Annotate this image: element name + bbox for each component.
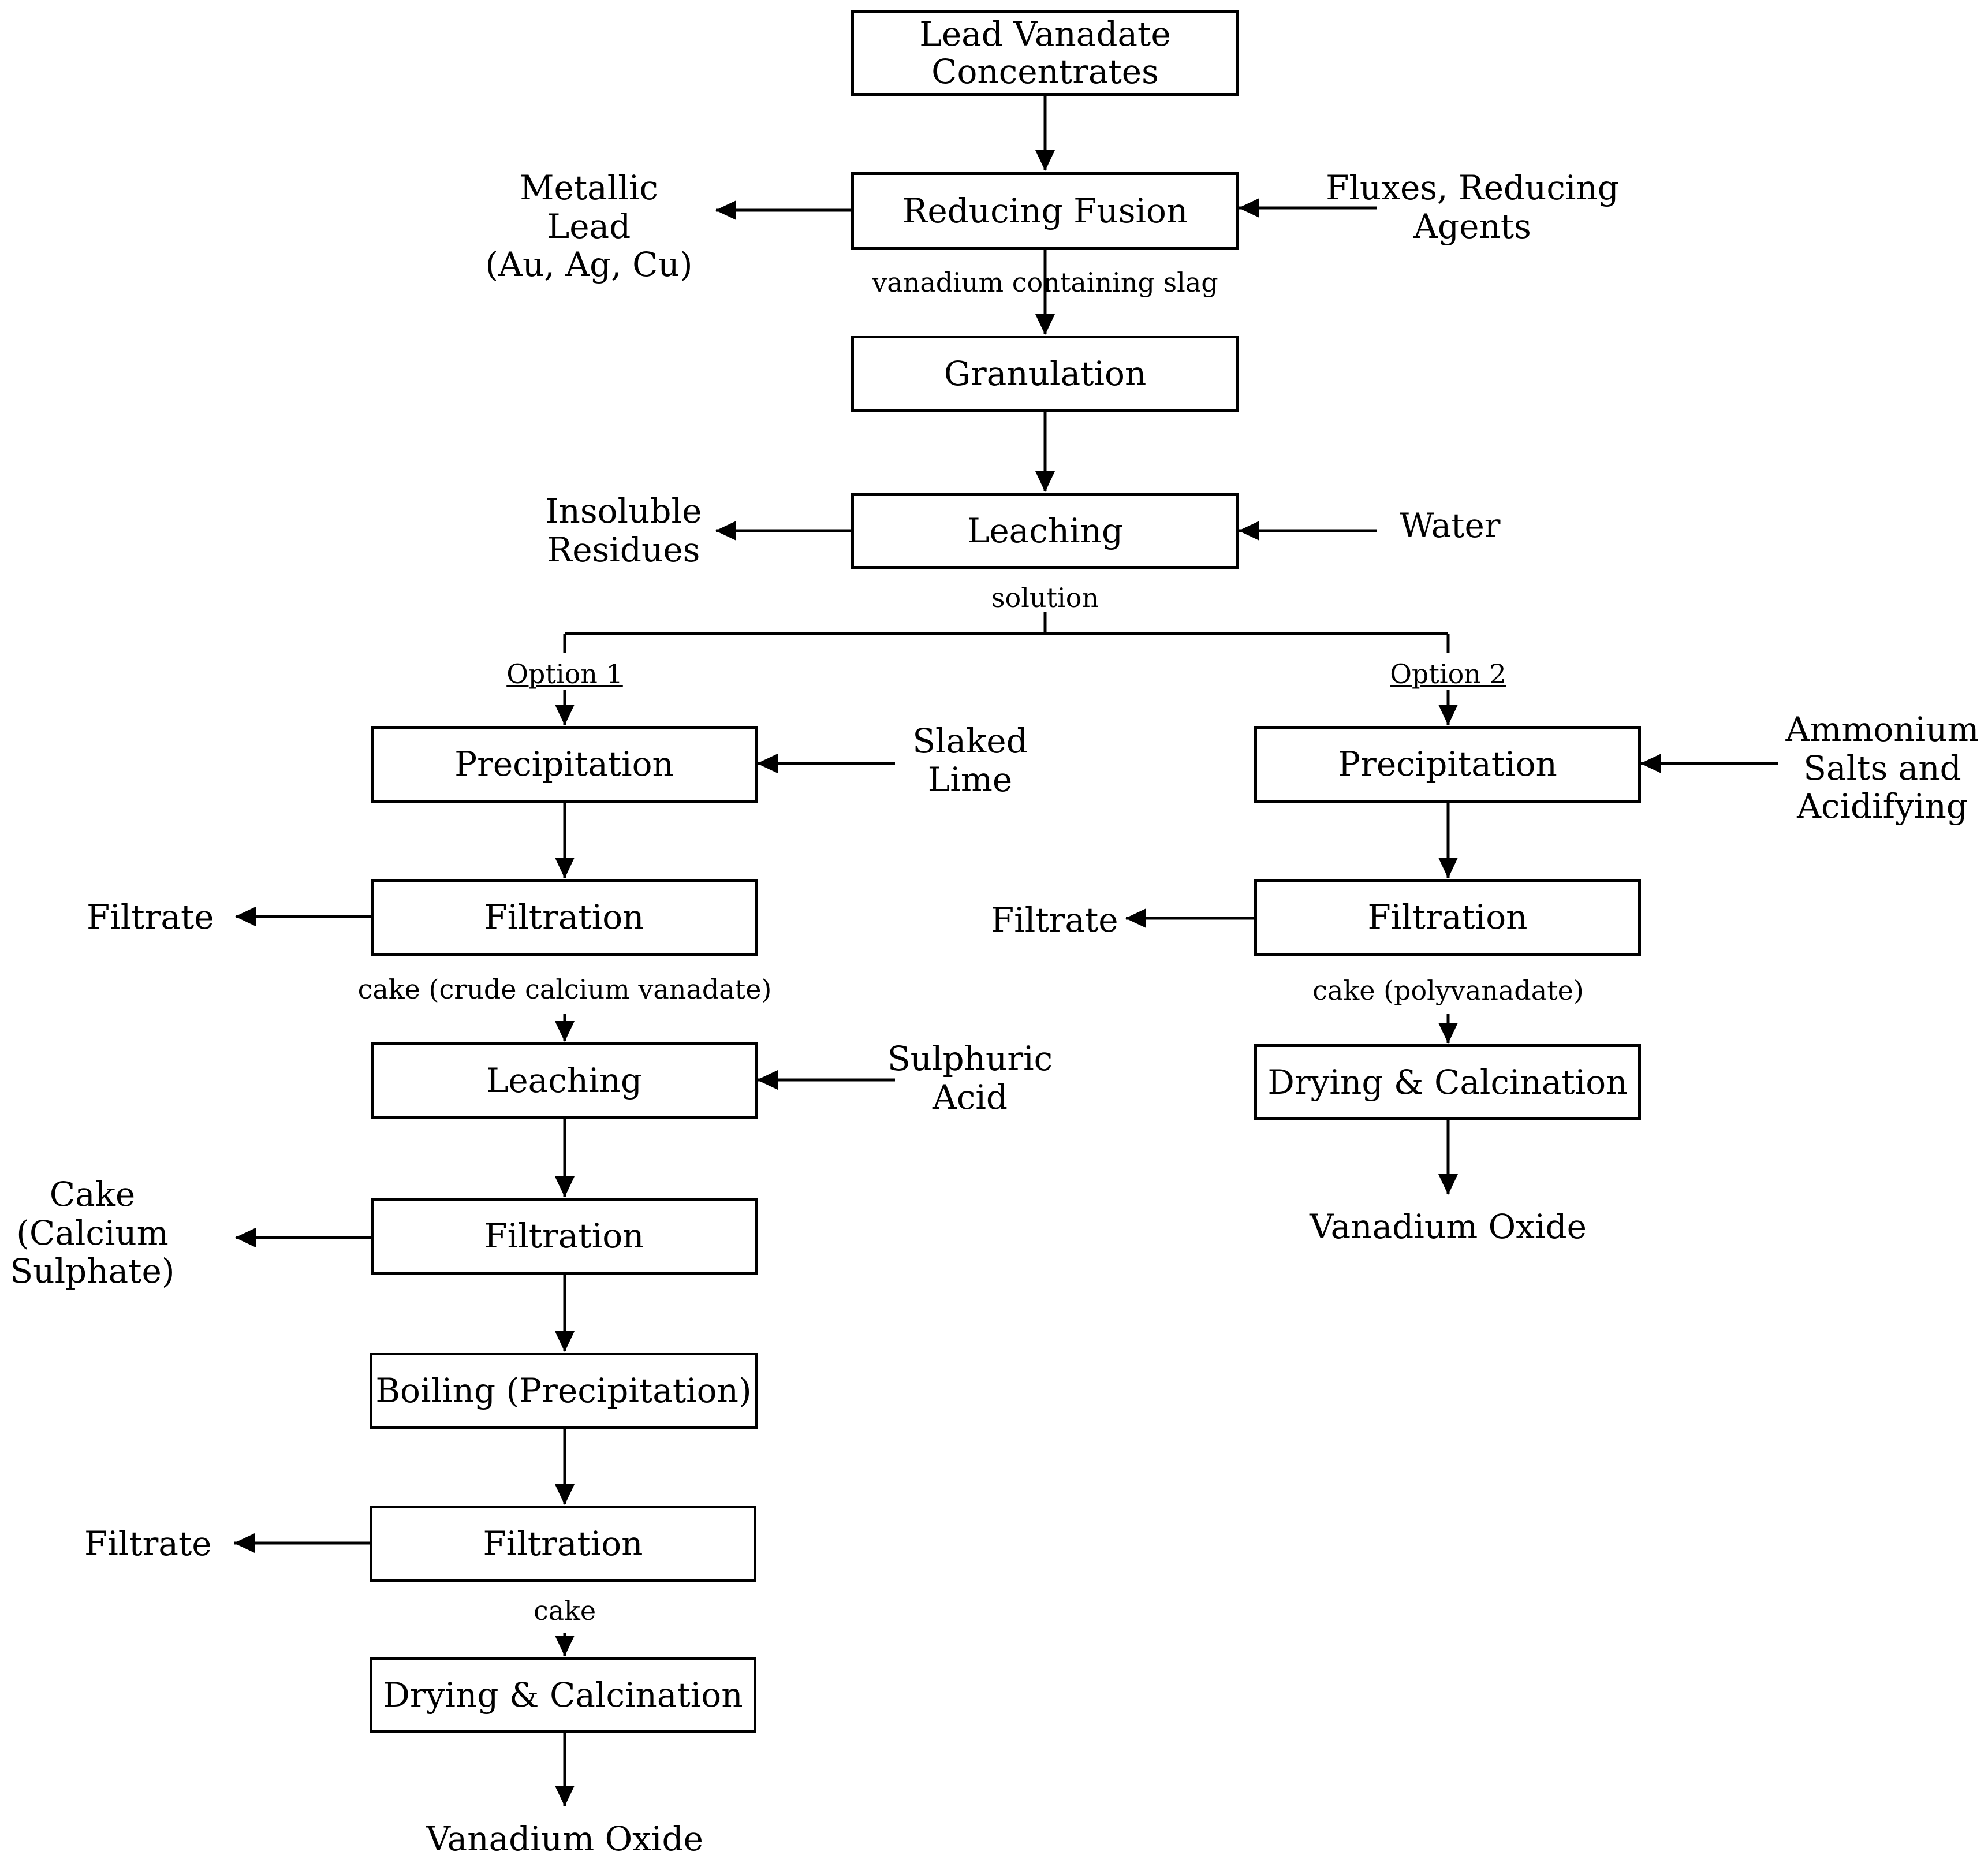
box-label: Granulation: [943, 353, 1147, 393]
label-solution: solution: [991, 582, 1099, 613]
label-vanadium-containing-slag: vanadium containing slag: [872, 267, 1218, 298]
box-label: Lead Vanadate Concentrates: [919, 14, 1171, 91]
box-label: Filtration: [484, 897, 644, 937]
box-o2-precipitation: Precipitation: [1254, 726, 1641, 803]
box-label: Reducing Fusion: [902, 191, 1188, 231]
label-o2-vanadium-oxide: Vanadium Oxide: [1310, 1207, 1587, 1246]
label-slaked-lime: Slaked Lime: [912, 721, 1028, 799]
box-label: Precipitation: [454, 744, 674, 784]
label-ammonium-salts-acidifying: Ammonium Salts and Acidifying: [1785, 710, 1979, 826]
label-o1-vanadium-oxide: Vanadium Oxide: [426, 1819, 703, 1858]
label-o1-filtrate-1: Filtrate: [87, 897, 214, 937]
box-lead-vanadate-concentrates: Lead Vanadate Concentrates: [851, 10, 1239, 96]
label-sulphuric-acid: Sulphuric Acid: [887, 1039, 1053, 1117]
box-label: Precipitation: [1338, 744, 1557, 784]
box-o1-filtration-1: Filtration: [371, 879, 758, 956]
box-label: Leaching: [486, 1061, 643, 1101]
label-cake-polyvanadate: cake (polyvanadate): [1312, 975, 1584, 1006]
label-option-1: Option 1: [506, 658, 623, 690]
box-o1-leaching: Leaching: [371, 1042, 758, 1119]
label-metallic-lead: Metallic Lead (Au, Ag, Cu): [485, 168, 693, 285]
box-o1-filtration-2: Filtration: [371, 1198, 758, 1275]
box-o1-drying-calcination: Drying & Calcination: [370, 1657, 756, 1733]
box-label: Filtration: [483, 1524, 643, 1564]
label-o2-filtrate: Filtrate: [991, 900, 1118, 940]
box-label: Drying & Calcination: [383, 1675, 743, 1715]
label-water: Water: [1400, 506, 1501, 545]
label-cake-crude-calcium-vanadate: cake (crude calcium vanadate): [357, 974, 772, 1005]
label-o1-filtrate-3: Filtrate: [84, 1524, 212, 1563]
box-leaching-main: Leaching: [851, 493, 1239, 569]
box-label: Filtration: [1367, 897, 1528, 937]
box-label: Filtration: [484, 1216, 644, 1256]
box-label: Drying & Calcination: [1267, 1062, 1628, 1102]
box-reducing-fusion: Reducing Fusion: [851, 172, 1239, 250]
label-insoluble-residues: Insoluble Residues: [545, 491, 702, 569]
box-o2-filtration: Filtration: [1254, 879, 1641, 956]
label-fluxes-reducing-agents: Fluxes, Reducing Agents: [1326, 168, 1619, 246]
box-o1-precipitation: Precipitation: [371, 726, 758, 803]
label-cake: cake: [533, 1595, 596, 1626]
label-cake-calcium-sulphate: Cake (Calcium Sulphate): [10, 1175, 175, 1291]
box-o1-filtration-3: Filtration: [370, 1506, 756, 1582]
box-o2-drying-calcination: Drying & Calcination: [1254, 1044, 1641, 1120]
label-option-2: Option 2: [1390, 658, 1506, 690]
box-o1-boiling: Boiling (Precipitation): [370, 1353, 758, 1429]
box-label: Boiling (Precipitation): [375, 1370, 752, 1410]
box-granulation: Granulation: [851, 336, 1239, 412]
box-label: Leaching: [967, 511, 1124, 550]
